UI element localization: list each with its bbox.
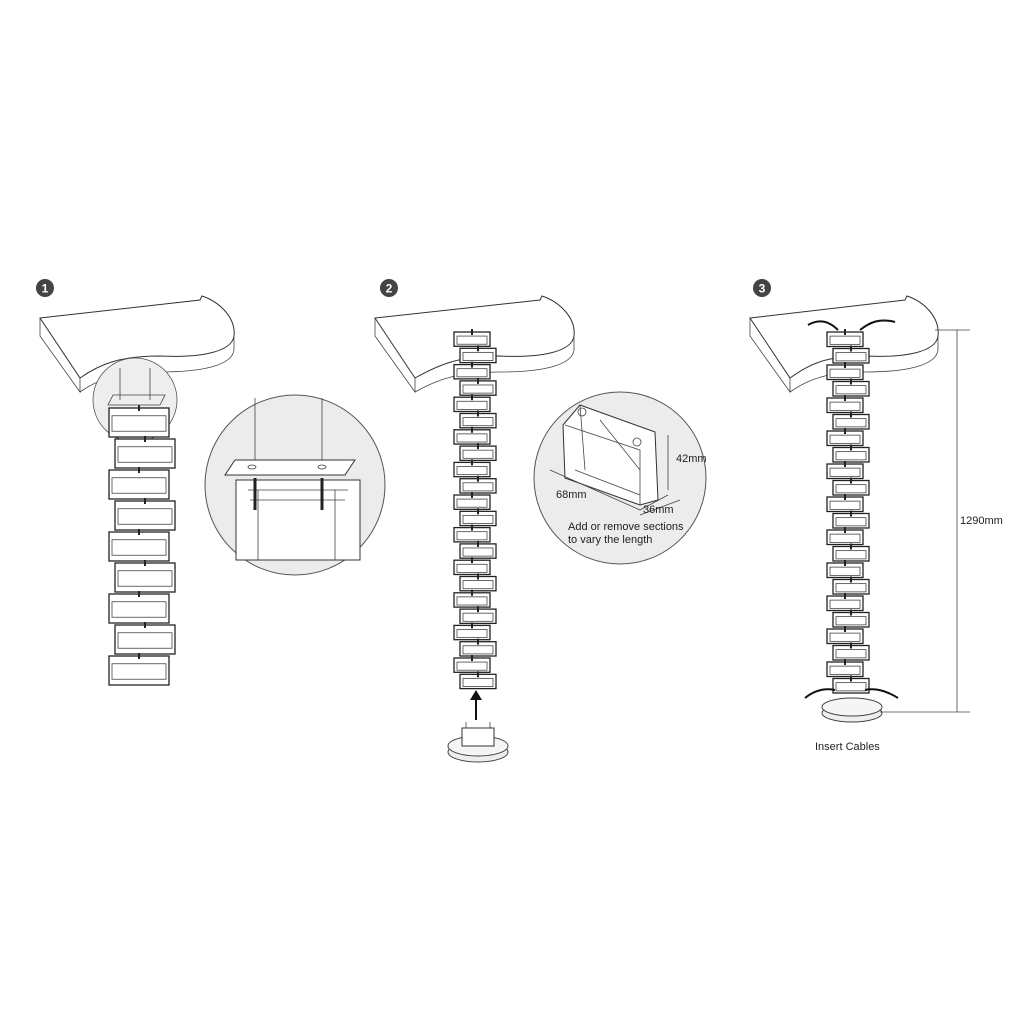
spine-segment bbox=[832, 576, 870, 595]
spine-segment bbox=[453, 655, 491, 673]
spine-segment bbox=[459, 443, 497, 462]
spine-segment bbox=[459, 508, 497, 527]
insert-cables-caption: Insert Cables bbox=[815, 741, 880, 753]
spine-segment bbox=[114, 622, 176, 655]
svg-text:3: 3 bbox=[759, 282, 766, 296]
mounting-plate bbox=[107, 394, 166, 406]
spine-segment bbox=[826, 395, 864, 414]
spine-segment bbox=[459, 410, 497, 429]
spine-segment bbox=[453, 361, 491, 380]
spine-segment bbox=[832, 411, 870, 430]
spine-segment bbox=[453, 524, 491, 543]
spine-segment bbox=[453, 329, 491, 347]
cable-spine-2 bbox=[453, 329, 497, 690]
spine-segment bbox=[832, 345, 870, 364]
svg-text:1290mm: 1290mm bbox=[960, 515, 1003, 527]
spine-segment bbox=[453, 622, 491, 641]
spine-segment bbox=[826, 461, 864, 480]
spine-segment bbox=[826, 428, 864, 447]
spine-segment bbox=[108, 653, 170, 686]
section-detail-zoom: 42mm 68mm 36mm Add or remove sections to… bbox=[533, 391, 707, 565]
dimension-height: 42mm bbox=[676, 453, 707, 465]
spine-segment bbox=[832, 609, 870, 628]
spine-segment bbox=[114, 498, 176, 531]
spine-segment bbox=[826, 362, 864, 381]
spine-segment bbox=[826, 659, 864, 678]
cable-spine-1 bbox=[108, 405, 176, 686]
insert-arrow bbox=[470, 690, 482, 720]
mounting-detail-zoom bbox=[204, 394, 386, 576]
spine-segment bbox=[832, 444, 870, 463]
spine-segment bbox=[826, 626, 864, 645]
spine-segment bbox=[459, 345, 497, 364]
spine-segment bbox=[826, 560, 864, 579]
spine-segment bbox=[832, 510, 870, 529]
spine-segment bbox=[108, 405, 170, 438]
spine-segment bbox=[453, 459, 491, 478]
svg-text:1: 1 bbox=[42, 282, 49, 296]
spine-segment bbox=[826, 527, 864, 546]
spine-segment bbox=[459, 671, 497, 690]
spine-segment bbox=[459, 638, 497, 657]
spine-segment bbox=[459, 475, 497, 494]
spine-segment bbox=[453, 394, 491, 413]
cables bbox=[804, 319, 899, 699]
spine-segment bbox=[459, 540, 497, 559]
spine-segment bbox=[114, 436, 176, 469]
dimension-length: 68mm bbox=[556, 489, 587, 501]
spine-segment bbox=[114, 560, 176, 593]
spine-segment bbox=[453, 557, 491, 576]
step-3-badge: 3 bbox=[753, 279, 771, 297]
spine-segment bbox=[108, 529, 170, 562]
spine-segment bbox=[832, 675, 870, 694]
dimension-width: 36mm bbox=[643, 504, 674, 516]
spine-segment bbox=[826, 494, 864, 513]
spine-segment bbox=[108, 467, 170, 500]
spine-segment bbox=[453, 589, 491, 608]
step-2-badge: 2 bbox=[380, 279, 398, 297]
spine-segment bbox=[832, 378, 870, 397]
floor-base-2 bbox=[447, 722, 509, 763]
spine-segment bbox=[108, 591, 170, 624]
length-dimension: 1290mm bbox=[880, 329, 1003, 713]
spine-segment bbox=[459, 573, 497, 592]
section-note-line2: to vary the length bbox=[568, 534, 652, 546]
step-1-badge: 1 bbox=[36, 279, 54, 297]
spine-segment bbox=[832, 477, 870, 496]
svg-text:2: 2 bbox=[386, 282, 393, 296]
cable-spine-3 bbox=[826, 329, 870, 694]
spine-segment bbox=[826, 593, 864, 612]
spine-segment bbox=[459, 606, 497, 625]
spine-segment bbox=[832, 642, 870, 661]
spine-segment bbox=[459, 377, 497, 396]
section-note-line1: Add or remove sections bbox=[568, 521, 684, 533]
spine-segment bbox=[453, 492, 491, 510]
spine-segment bbox=[453, 426, 491, 445]
spine-segment bbox=[826, 329, 864, 348]
floor-base-3 bbox=[821, 697, 883, 723]
spine-segment bbox=[832, 543, 870, 562]
